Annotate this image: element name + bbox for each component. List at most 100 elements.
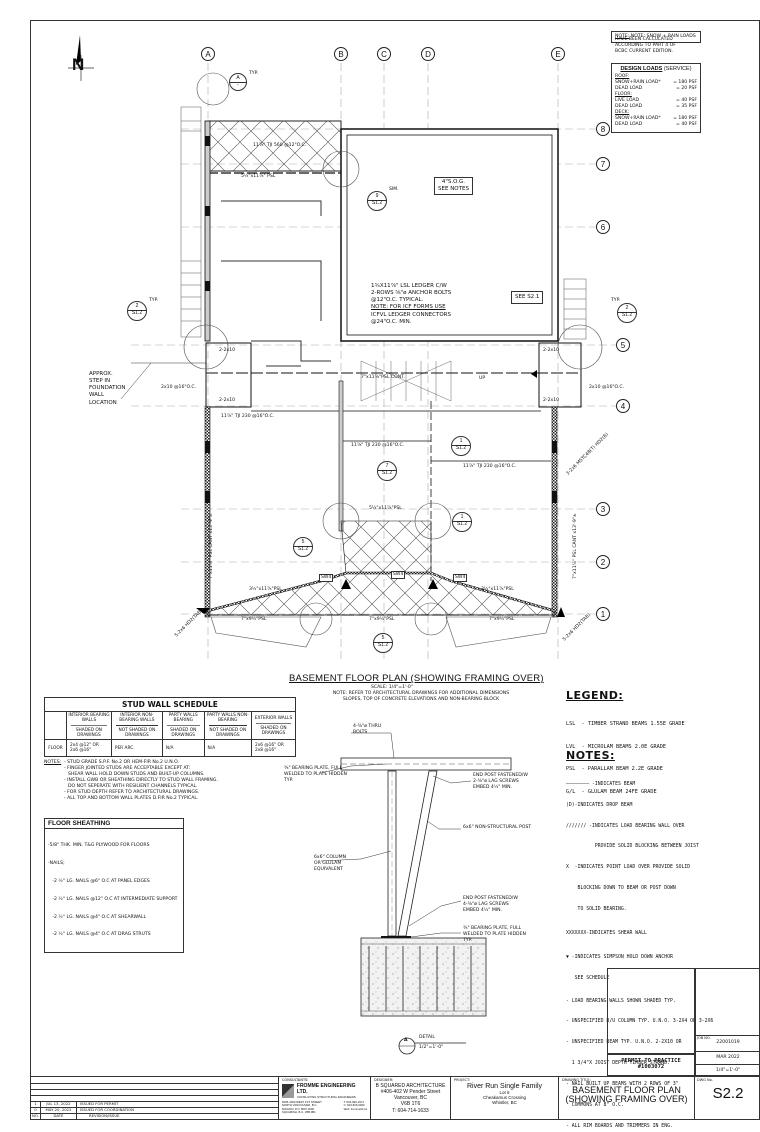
detail-a-callout-label: DETAIL [419,1035,435,1040]
grid-bubble-1: 1 [596,607,610,621]
grid-bubble-8: 8 [596,122,610,136]
grid-bubble-e: E [551,47,565,61]
snow-load-note: NOTE: NOTE: SNOW + RAIN LOADS [611,31,701,43]
seal-box [607,968,695,1054]
grid-bubble-7: 7 [596,157,610,171]
plan-scale: SCALE: 1/4"=1'-0" [371,685,413,690]
psl-front-right-label: 3½"x11⅞"PSL [481,587,514,592]
consultant-block: CONSULTANTS: FROMME ENGINEERING LTD. CON… [279,1077,371,1120]
grid-bubble-a: A [201,47,215,61]
consultant-logo [282,1083,294,1098]
typ-label-right: TYP. [611,298,621,303]
shear-wall-tag: SW4 [391,571,406,579]
psl-bottom-right-label: 7"x9½"PSL [489,617,515,622]
shear-wall-tag-right: SW4 [453,574,468,582]
drawing-scale: 1/4"=1'-0" [696,1064,760,1077]
joist-2x10-label-right: 2x10 @16"O.C. [589,385,625,390]
section-callout-7[interactable]: 7 S1.2 [377,461,397,481]
revision-header: NO. DATE REVISION/ISSUE [31,1113,278,1119]
grid-bubble-2: 2 [596,555,610,569]
detail-callout-a-plan[interactable]: A - [229,73,247,91]
grid-bubble-d: D [421,47,435,61]
sog-note: 4"S.O.G. SEE NOTES [434,177,473,196]
grid-bubble-5: 5 [616,338,630,352]
design-loads-floor: FLOOR: LIVE LOAD= 40 PSF DEAD LOAD= 35 P… [615,91,697,109]
drawing-number-block: DWG No. S2.2 [695,1077,760,1120]
stud-wall-schedule: STUD WALL SCHEDULE INTERIOR BEARING WALL… [44,697,296,802]
approx-step-label: APPROX. STEP IN FOUNDATION WALL LOCATION [89,371,126,406]
section-callout-1-mid[interactable]: 1 S1.2 [451,436,471,456]
permit-box: PERMIT TO PRACTICE #1003072 [607,1054,695,1076]
legend: LEGEND: LSL - TIMBER STRAND BEAMS 1.55E … [566,689,685,795]
detail-non-structural-label: 6x6" NON-STRUCTURAL POST [463,825,532,830]
cant-label-left: 7"x11⅞" PSL CANT x13'-9"± [209,513,215,579]
section-callout-5-bottom[interactable]: 5 S1.2 [373,633,393,653]
grid-bubble-b: B [334,47,348,61]
psl-bottom-left-label: 7"x9½"PSL [241,617,267,622]
revision-row-1: 1 JUL 13, 2022 ISSUED FOR PERMIT [31,1101,278,1107]
floor-sheathing-box: FLOOR SHEATHING -5/8" THK. MIN. T&G PLYW… [44,818,184,954]
grid-bubble-c: C [377,47,391,61]
revision-row-0: 0 MAY 20, 2022 ISSUED FOR COORDINATION [31,1107,278,1113]
title-block: 1 JUL 13, 2022 ISSUED FOR PERMIT 0 MAY 2… [31,1076,760,1120]
grid-bubble-3: 3 [596,502,610,516]
detail-a-callout-letter: A [404,1038,408,1043]
up-label: UP [479,376,486,381]
north-label: N [72,55,85,74]
north-arrow: N [65,33,95,83]
revision-table: 1 JUL 13, 2022 ISSUED FOR PERMIT 0 MAY 2… [31,1077,279,1120]
drawing-date: MAR 2022 [696,1051,760,1064]
plan-note: NOTE: REFER TO ARCHITECTURAL DRAWINGS FO… [332,691,510,702]
design-loads-roof: ROOF: SNOW+RAIN LOAD*= 180 PSF DEAD LOAD… [615,74,697,91]
designer-block: DESIGNER: B SQUARED ARCHITECTURE #406-40… [371,1077,451,1120]
psl-bottom-center-label: 7"x9½"PSL [369,617,395,622]
schedule-title: STUD WALL SCHEDULE [44,697,296,712]
section-callout-1-lower[interactable]: 1 S1.2 [452,512,472,532]
plan-title: BASEMENT FLOOR PLAN (SHOWING FRAMING OVE… [289,673,544,684]
two-2x10-label-lower: 2-2x10 [219,398,236,403]
drawing-title-block: DRAWING TITLE: BASEMENT FLOOR PLAN (SHOW… [559,1077,695,1120]
psl-front-left-label: 3½"x11⅞"PSL [249,587,282,592]
job-number: 22001019 [716,1039,740,1045]
psl-top-label: 5¼"x11⅞" PSL [241,174,276,179]
schedule-notes: NOTES: - STUD GRADE S.P.F. No.2 OR HEM-F… [44,760,218,801]
two-2x10-label: 2-2x10 [219,348,236,353]
section-callout-9[interactable]: 9 S1.2 [367,191,387,211]
snow-load-note-body: HAVE BEEN CALCULATED ACCORDING TO PART 4… [615,37,676,54]
cant-label-right: 7"x11⅞" PSL CANT x13'-9"± [573,513,579,579]
shear-wall-tag-left: SW4 [319,574,334,582]
job-info-column: JOB NO. 22001019 MAR 2022 1/4"=1'-0" [695,968,760,1076]
schedule-row-floor: FLOOR 2x4 @12" OR 2x6 @16" PER ARC. N/A … [44,739,296,757]
floor-plan-drawing [120,63,616,661]
project-block: PROJECT: River Run Single Family Lot 6 C… [451,1077,559,1120]
tji-right-label: 11⅞" TJI 230 @16"O.C. [463,464,517,469]
detail-a-callout-scale: 1/2"=1'-0" [419,1045,444,1050]
tji-mid-label: 11⅞" TJI 230 @16"O.C. [221,414,275,419]
ledger-note: 1¾X11⅞" LSL LEDGER C/W 2-ROWS ⅝"ø ANCHOR… [371,283,452,325]
drawing-sheet: N A B C D E 8 7 6 5 4 3 2 1 [30,20,760,1129]
section-callout-5-left[interactable]: 5 S1.2 [293,537,313,557]
section-callout-2-left[interactable]: 2 S1.2 [127,301,147,321]
typ-label-left: TYP. [149,298,159,303]
see-s21-note: SEE S2.1 [511,291,544,305]
section-callout-2-right[interactable]: 2 S1.2 [617,303,637,323]
tji-top-label: 11⅞" TJI 560 @12"O.C. [253,143,307,148]
grid-bubble-4: 4 [616,399,630,413]
two-2x10-label-right-lower: 2-2x10 [543,398,560,403]
detail-a-drawing [320,732,512,1055]
general-notes: NOTES: ———————— -INDICATES BEAM (D)-INDI… [566,749,714,1129]
typ-label-top: TYP. [249,71,259,76]
tji-mid2-label: 11⅞" TJI 230 @16"O.C. [351,443,405,448]
joist-2x10-label: 2x10 @16"O.C. [161,385,197,390]
project-name: River Run Single Family [466,1082,543,1090]
